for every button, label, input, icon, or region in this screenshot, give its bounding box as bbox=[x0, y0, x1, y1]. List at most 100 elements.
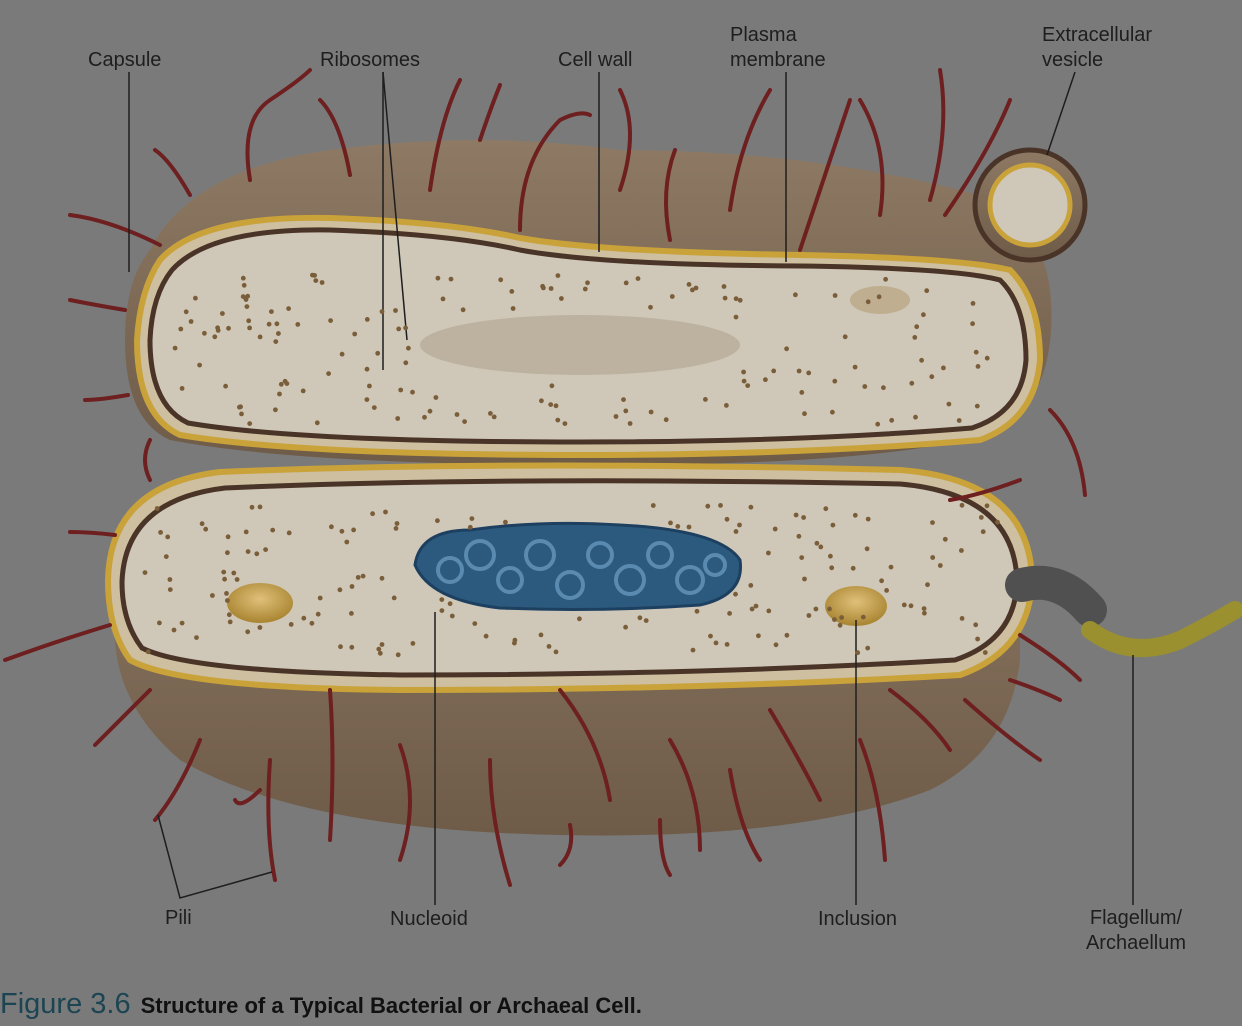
nucleoid bbox=[413, 521, 742, 611]
ribosome-dot bbox=[799, 390, 805, 395]
ribosome-dot bbox=[309, 620, 315, 626]
flagellum-filament bbox=[1081, 601, 1242, 657]
ribosome-dot bbox=[722, 295, 728, 301]
ribosome-dot bbox=[273, 339, 279, 344]
ribosome-dot bbox=[393, 526, 399, 531]
ribosome-dot bbox=[703, 397, 708, 402]
ribosome-dot bbox=[793, 512, 799, 518]
ribosome-dot bbox=[225, 550, 230, 556]
ribosome-dot bbox=[946, 401, 952, 407]
ribosome-dot bbox=[167, 577, 173, 582]
ribosome-dot bbox=[512, 640, 517, 646]
ribosome-dot bbox=[269, 309, 274, 314]
ribosome-dot bbox=[806, 613, 812, 618]
ribosome-dot bbox=[879, 578, 884, 584]
ribosome-dot bbox=[852, 512, 858, 518]
ribosome-dot bbox=[763, 377, 768, 383]
ribosome-dot bbox=[621, 397, 626, 402]
ribosome-dot bbox=[439, 608, 445, 613]
ribosome-dot bbox=[295, 322, 301, 327]
ribosome-dot bbox=[326, 371, 331, 376]
ribosome-dot bbox=[215, 325, 221, 331]
ribosome-dot bbox=[171, 627, 177, 633]
ribosome-dot bbox=[240, 294, 246, 299]
ribosome-dot bbox=[391, 595, 397, 601]
label-flagellum: Flagellum/ Archaellum bbox=[1076, 906, 1196, 956]
ribosome-dot bbox=[435, 275, 441, 281]
ribosome-dot bbox=[179, 620, 185, 626]
ribosome-dot bbox=[749, 606, 755, 612]
ribosome-dot bbox=[855, 650, 861, 656]
ribosome-dot bbox=[827, 606, 832, 612]
ribosome-dot bbox=[241, 282, 247, 288]
ribosome-dot bbox=[914, 324, 920, 330]
ribosome-dot bbox=[483, 633, 489, 639]
top-inclusion bbox=[850, 286, 910, 314]
ribosome-dot bbox=[245, 549, 251, 554]
ribosome-dot bbox=[503, 519, 508, 525]
ribosome-dot bbox=[865, 645, 871, 651]
ribosome-dot bbox=[276, 331, 281, 336]
ribosome-dot bbox=[737, 522, 742, 528]
ribosome-dot bbox=[339, 528, 345, 534]
ribosome-dot bbox=[246, 318, 252, 324]
label-plasma-membrane-line1: Plasma bbox=[730, 24, 797, 46]
extracellular-vesicle-leader bbox=[1046, 71, 1076, 156]
ribosome-dot bbox=[349, 584, 355, 589]
ribosome-dot bbox=[942, 536, 948, 542]
ribosome-dot bbox=[862, 384, 868, 389]
ribosome-dot bbox=[860, 614, 866, 620]
ribosome-dot bbox=[167, 587, 173, 592]
ribosome-dot bbox=[623, 280, 629, 286]
ribosome-dot bbox=[314, 420, 320, 426]
ribosome-dot bbox=[234, 577, 240, 582]
ribosome-dot bbox=[245, 293, 251, 299]
ribosome-dot bbox=[830, 522, 836, 528]
ribosome-dot bbox=[883, 276, 888, 282]
ribosome-dot bbox=[225, 598, 230, 603]
ribosome-dot bbox=[876, 294, 882, 300]
label-cell-wall: Cell wall bbox=[558, 49, 633, 71]
ribosome-dot bbox=[338, 644, 343, 650]
ribosome-dot bbox=[546, 644, 552, 649]
pili bbox=[3, 68, 1087, 887]
ribosome-dot bbox=[367, 383, 372, 389]
ribosome-dot bbox=[439, 597, 445, 602]
ribosome-dot bbox=[675, 524, 681, 529]
ribosome-dot bbox=[741, 378, 747, 384]
ribosome-dot bbox=[802, 411, 807, 417]
ribosome-dot bbox=[901, 602, 907, 608]
ribosome-dot bbox=[627, 421, 633, 426]
extracellular-vesicle bbox=[972, 147, 1088, 263]
ribosome-dot bbox=[663, 417, 669, 423]
ribosome-dot bbox=[247, 421, 253, 426]
ribosome-dot bbox=[406, 345, 411, 351]
ribosome-dot bbox=[498, 277, 504, 283]
ribosome-dot bbox=[221, 569, 227, 575]
ribosome-dot bbox=[403, 360, 409, 366]
ribosome-dot bbox=[510, 306, 516, 311]
ribosome-dot bbox=[227, 619, 233, 625]
ribosome-dot bbox=[548, 402, 554, 407]
ribosome-dot bbox=[379, 642, 385, 647]
ribosome-dot bbox=[226, 612, 232, 618]
ribosome-dot bbox=[344, 539, 350, 545]
ribosome-dot bbox=[220, 311, 225, 316]
label-flagellum-line2: Archaellum bbox=[1085, 932, 1187, 954]
nucleoid-coils bbox=[436, 539, 727, 600]
ribosome-dot bbox=[919, 357, 924, 363]
ribosomes-leader-2 bbox=[382, 71, 408, 341]
ribosome-dot bbox=[995, 519, 1000, 525]
ribosome-dot bbox=[828, 553, 833, 559]
ribosome-dot bbox=[163, 554, 169, 559]
ribosome-dot bbox=[193, 295, 198, 301]
ribosome-dot bbox=[270, 527, 276, 533]
ribosome-dot bbox=[231, 570, 237, 576]
ribosome-dot bbox=[145, 649, 151, 655]
flagellum-hook bbox=[1005, 565, 1107, 627]
ribosome-dot bbox=[288, 622, 294, 627]
ribosome-dot bbox=[721, 284, 727, 289]
ribosome-dot bbox=[772, 526, 778, 532]
ribosome-dot bbox=[771, 368, 777, 374]
ribosome-dot bbox=[832, 617, 837, 622]
